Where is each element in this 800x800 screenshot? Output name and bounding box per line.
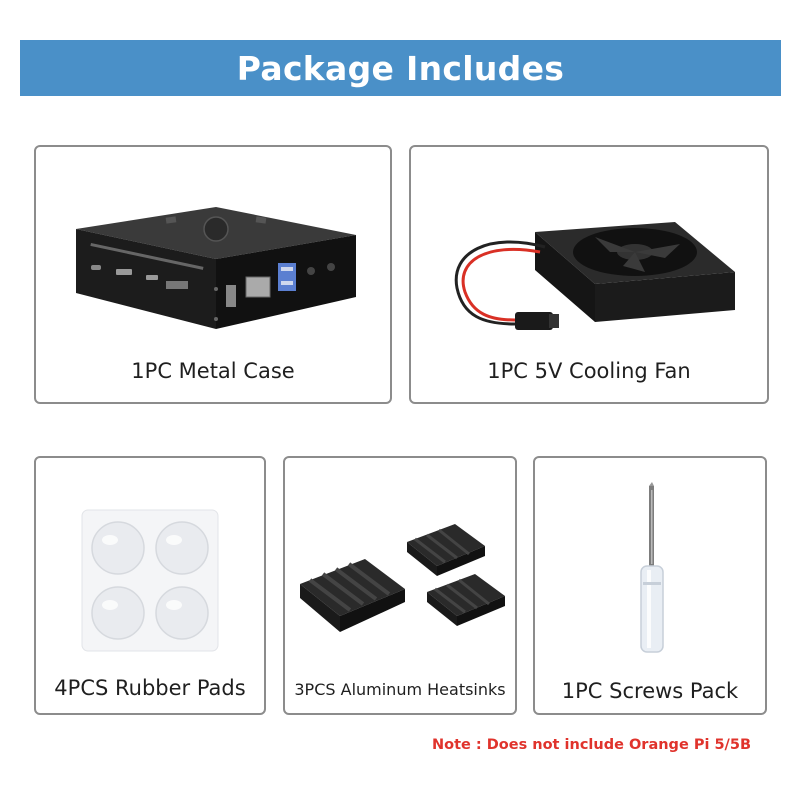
header-banner: Package Includes [20, 40, 781, 96]
item-card-cooling-fan: 1PC 5V Cooling Fan [409, 145, 769, 404]
cooling-fan-icon [454, 222, 735, 330]
exclusion-note: Note : Does not include Orange Pi 5/5B [432, 737, 751, 753]
item-card-screws-pack: 1PC Screws Pack [533, 456, 767, 715]
item-card-metal-case: 1PC Metal Case [34, 145, 392, 404]
item-label: 3PCS Aluminum Heatsinks [294, 680, 506, 699]
item-label: 1PC Screws Pack [561, 679, 739, 703]
item-card-rubber-pads: 4PCS Rubber Pads [34, 456, 266, 715]
metal-case-icon [76, 207, 356, 329]
screwdriver-icon [640, 482, 664, 653]
page-title: Package Includes [236, 48, 565, 88]
item-label: 1PC Metal Case [131, 359, 295, 383]
item-label: 1PC 5V Cooling Fan [487, 359, 691, 383]
rubber-pads-icon [81, 509, 219, 652]
heatsinks-icon [300, 524, 505, 632]
item-label: 4PCS Rubber Pads [54, 676, 246, 700]
item-card-heatsinks: 3PCS Aluminum Heatsinks [283, 456, 517, 715]
